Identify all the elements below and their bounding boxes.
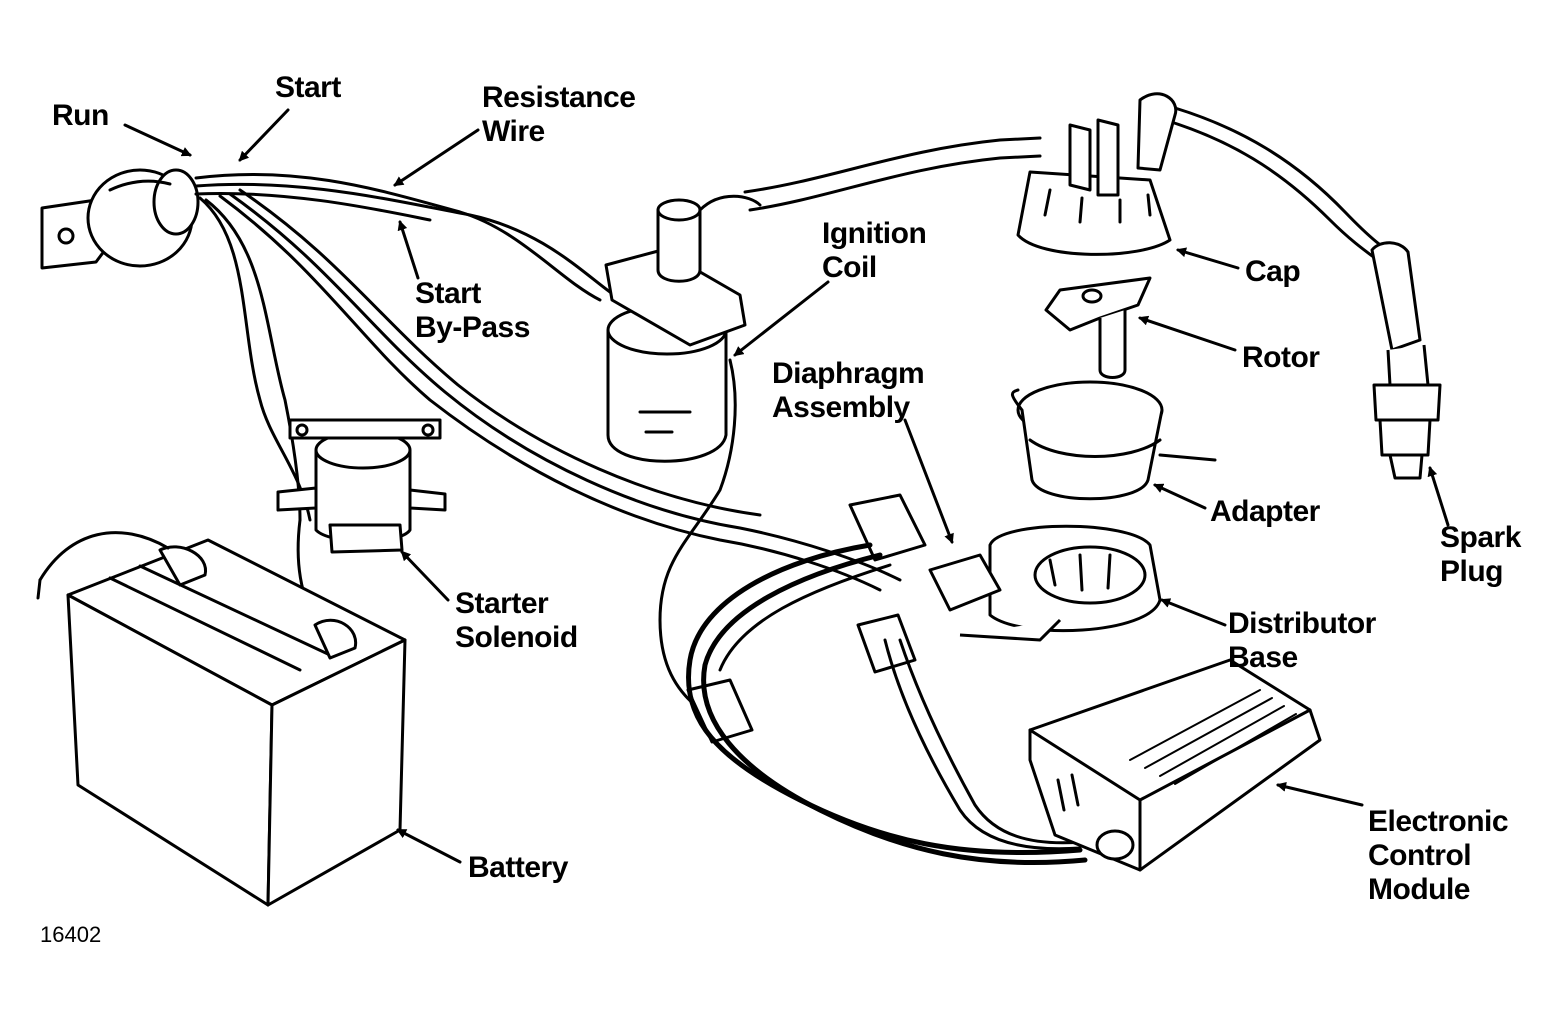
label-spark-plug-2: Plug: [1440, 555, 1504, 588]
spark-plug: [1370, 241, 1442, 480]
harness-connector: [686, 493, 927, 744]
label-distributor-base-2: Base: [1228, 641, 1298, 674]
label-run: Run: [52, 99, 109, 132]
label-rotor: Rotor: [1242, 341, 1320, 374]
label-diaphragm-2: Assembly: [772, 391, 910, 424]
label-resistance-wire-1: Resistance: [482, 81, 636, 114]
figure-number: 16402: [40, 922, 102, 947]
battery: [36, 531, 407, 907]
leader-arrows: [123, 108, 1450, 864]
label-start: Start: [275, 71, 341, 104]
label-resistance-wire-2: Wire: [482, 115, 545, 148]
label-spark-plug-1: Spark: [1440, 521, 1521, 554]
label-ecm-1: Electronic: [1368, 805, 1509, 838]
starter-solenoid: [276, 418, 447, 554]
ignition-switch: [40, 168, 200, 270]
label-ecm-2: Control: [1368, 839, 1472, 872]
rotor: [1044, 276, 1152, 379]
label-adapter: Adapter: [1210, 495, 1320, 528]
distributor-cap: [1016, 92, 1178, 256]
label-ecm-3: Module: [1368, 873, 1471, 906]
label-start-bypass-2: By-Pass: [415, 311, 530, 344]
label-ignition-coil-1: Ignition: [822, 217, 927, 250]
label-battery: Battery: [468, 851, 568, 884]
label-starter-solenoid-2: Solenoid: [455, 621, 578, 654]
label-start-bypass-1: Start: [415, 277, 481, 310]
adapter: [1011, 380, 1217, 501]
label-distributor-base-1: Distributor: [1228, 607, 1376, 640]
label-ignition-coil-2: Coil: [822, 251, 877, 284]
wiring-harness: [194, 172, 902, 622]
label-starter-solenoid-1: Starter: [455, 587, 549, 620]
ignition-coil: [604, 194, 762, 712]
distributor-base: [928, 524, 1162, 642]
ecm-harness: [686, 542, 1088, 866]
label-cap: Cap: [1245, 255, 1301, 288]
electronic-control-module: [1028, 658, 1322, 872]
label-diaphragm-1: Diaphragm: [772, 357, 925, 390]
